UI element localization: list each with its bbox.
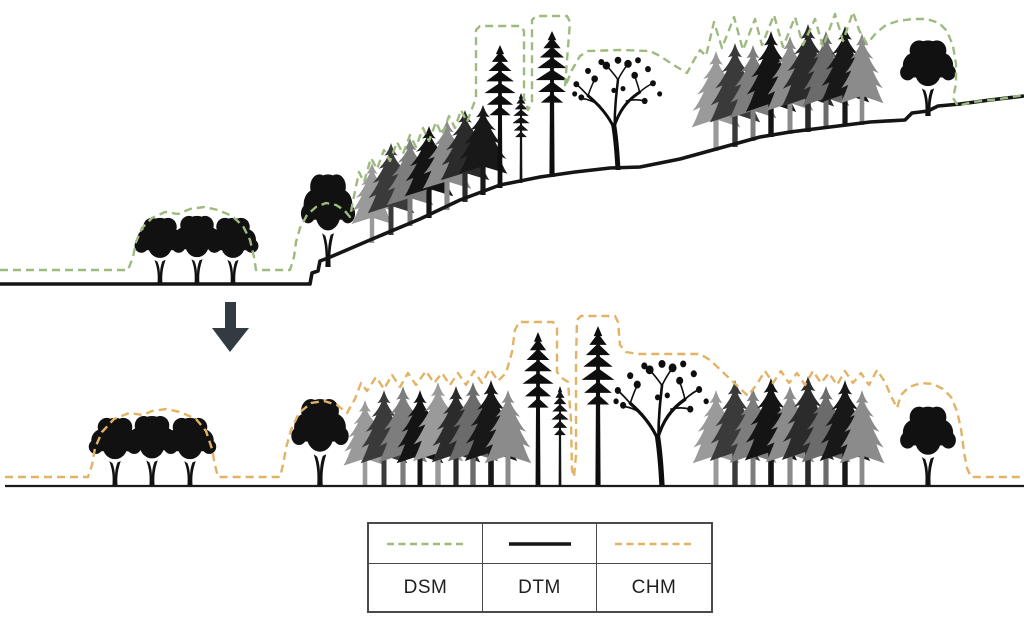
chm-dashed-line-icon xyxy=(615,542,693,545)
dtm-solid-line-icon xyxy=(508,541,571,546)
branchy-tree xyxy=(572,57,662,170)
deciduous-tree xyxy=(291,399,349,486)
dsm-surface-line xyxy=(0,10,1024,272)
redwood-tree xyxy=(581,326,615,486)
down-arrow-icon xyxy=(212,302,249,352)
legend-chm-sample xyxy=(597,524,711,564)
deciduous-tree xyxy=(900,406,956,486)
deciduous-tree xyxy=(207,217,259,284)
top-panel-raw-surface xyxy=(0,10,1024,286)
dtm-terrain-line xyxy=(0,94,1024,286)
legend-label-dsm: DSM xyxy=(369,564,483,611)
legend-dsm-sample xyxy=(369,524,483,564)
bottom-panel-normalized xyxy=(5,314,1024,488)
branchy-tree xyxy=(613,360,708,486)
legend-label-dtm: DTM xyxy=(483,564,597,611)
legend-table: DSM DTM CHM xyxy=(367,522,713,613)
redwood-tree xyxy=(551,386,569,486)
legend-dtm-sample xyxy=(483,524,597,564)
redwood-tree xyxy=(522,332,554,486)
legend-label-chm: CHM xyxy=(631,576,677,598)
redwood-tree xyxy=(535,31,569,177)
deciduous-tree xyxy=(300,174,356,267)
deciduous-tree xyxy=(163,417,217,486)
dsm-dashed-line-icon xyxy=(386,542,465,545)
